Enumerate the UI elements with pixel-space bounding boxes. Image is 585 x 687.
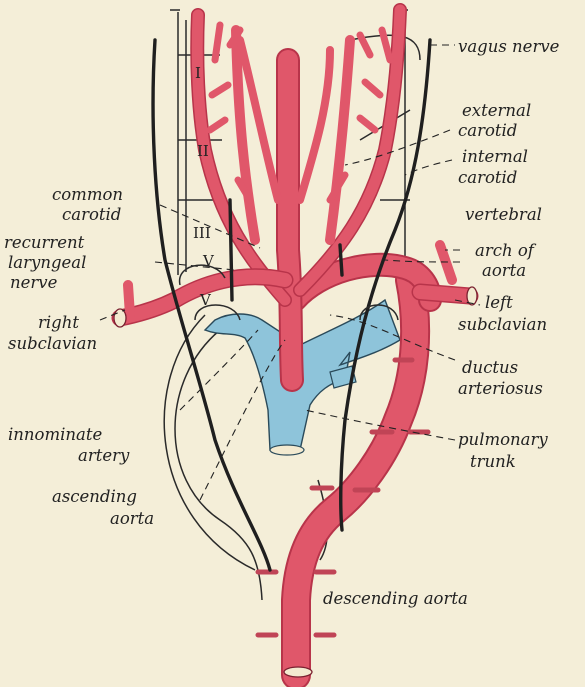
arch-numeral-1: I	[195, 64, 201, 82]
label-left-subclavian-line1: left	[485, 293, 513, 312]
label-innominate-artery-line2: artery	[78, 446, 130, 465]
label-vertebral: vertebral	[465, 205, 542, 224]
label-right-subclavian-line2: subclavian	[8, 334, 97, 353]
label-right-subclavian-line1: right	[38, 313, 79, 332]
label-innominate-artery-line1: innominate	[8, 425, 102, 444]
label-arch-of-aorta-line2: aorta	[482, 261, 526, 280]
label-recurrent-laryngeal-line1: recurrent	[4, 233, 85, 252]
arch-numeral-2: II	[197, 142, 209, 160]
arch-numeral-5: V	[199, 291, 212, 309]
label-common-carotid-line1: common	[52, 185, 123, 204]
label-external-carotid-line1: external	[462, 101, 531, 120]
label-ductus-arteriosus-line2: arteriosus	[458, 379, 543, 398]
label-recurrent-laryngeal-line3: nerve	[10, 273, 58, 292]
label-internal-carotid-line1: internal	[462, 147, 528, 166]
label-external-carotid-line2: carotid	[458, 121, 517, 140]
arch-numeral-3: III	[193, 224, 211, 242]
label-recurrent-laryngeal-line2: laryngeal	[8, 253, 86, 272]
label-ascending-aorta-line1: ascending	[52, 487, 137, 506]
label-left-subclavian-line2: subclavian	[458, 315, 547, 334]
label-arch-of-aorta-line1: arch of	[475, 241, 537, 260]
label-pulmonary-trunk-line1: pulmonary	[458, 430, 548, 449]
label-ductus-arteriosus-line1: ductus	[462, 358, 518, 377]
label-internal-carotid-line2: carotid	[458, 168, 517, 187]
label-vagus-nerve: vagus nerve	[458, 37, 560, 56]
label-pulmonary-trunk-line2: trunk	[470, 452, 516, 471]
label-common-carotid-line2: carotid	[62, 205, 121, 224]
label-descending-aorta: descending aorta	[323, 589, 468, 608]
label-ascending-aorta-line2: aorta	[110, 509, 154, 528]
